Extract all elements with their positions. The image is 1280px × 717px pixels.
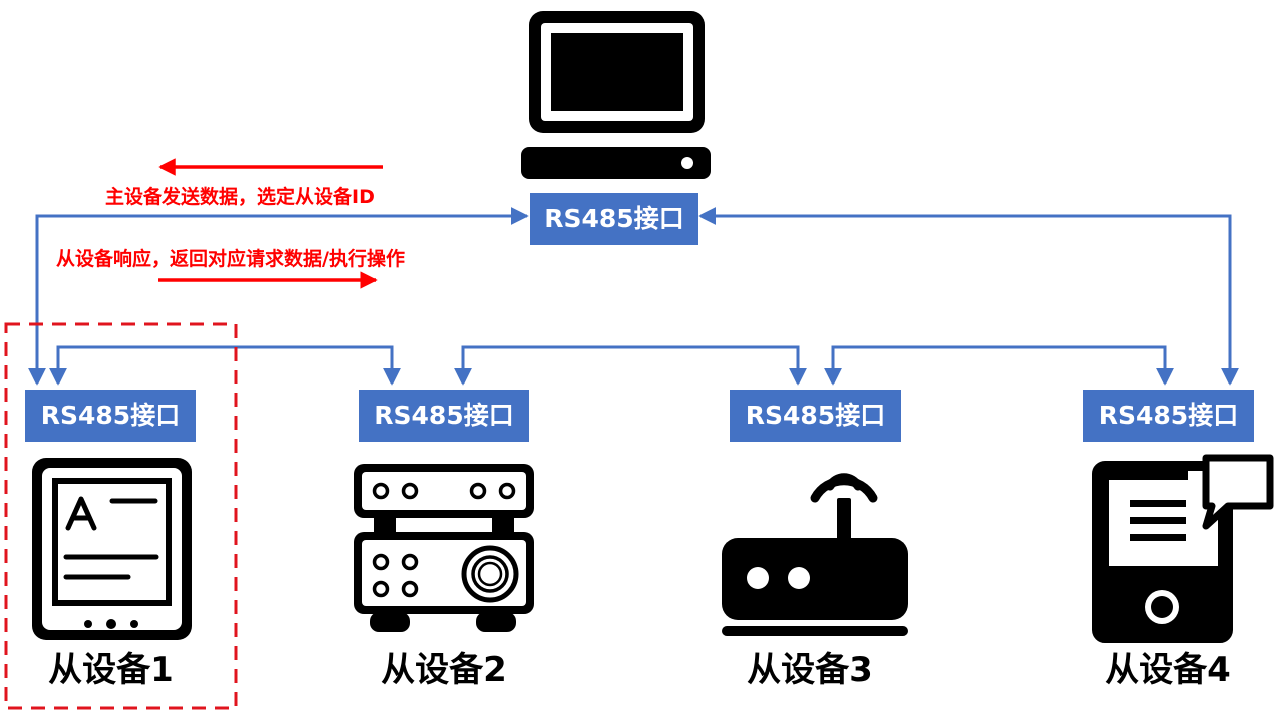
slave1-label: 从设备1	[48, 650, 174, 690]
bus-line-slave1-slave2	[49, 345, 401, 386]
bus-lines	[28, 207, 1239, 386]
bus-line-slave3-slave4	[824, 345, 1174, 386]
bus-line-master-slave4	[698, 207, 1239, 386]
slave1-highlight-box	[4, 322, 238, 710]
intercom-icon	[1092, 454, 1274, 643]
master-interface-box: RS485接口	[530, 193, 698, 245]
router-icon	[722, 473, 908, 636]
slave2-label: 从设备2	[381, 650, 507, 690]
bus-line-slave2-slave3	[454, 345, 807, 386]
bus-line-master-slave1	[28, 207, 529, 386]
amplifier-rack-icon	[354, 464, 534, 632]
tablet-icon	[32, 458, 192, 640]
slave4-interface-box: RS485接口	[1083, 390, 1254, 442]
slave2-interface-box: RS485接口	[359, 390, 529, 442]
slave3-label: 从设备3	[747, 650, 873, 690]
slave4-label: 从设备4	[1105, 650, 1231, 690]
computer-icon	[521, 11, 711, 179]
request-annotation: 主设备发送数据，选定从设备ID	[105, 186, 375, 208]
response-annotation: 从设备响应，返回对应请求数据/执行操作	[56, 248, 405, 270]
slave1-interface-box: RS485接口	[25, 390, 196, 442]
slave3-interface-box: RS485接口	[730, 390, 901, 442]
